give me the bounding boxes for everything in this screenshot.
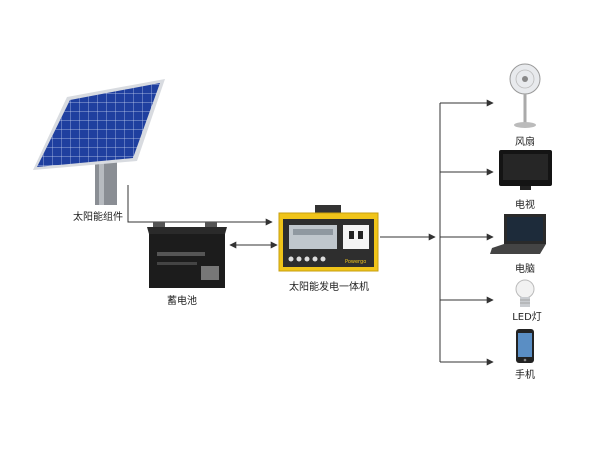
load-label-tv: 电视 [515,196,535,211]
load-label-phone: 手机 [515,366,535,381]
phone-icon [514,328,536,364]
controller-brand: Powergo [345,259,366,265]
battery-icon [145,222,230,290]
load-label-led: LED灯 [512,308,542,323]
tv-icon [498,148,553,193]
solar-panel-label: 太阳能组件 [73,208,123,223]
led-bulb-icon [514,279,536,309]
load-label-fan: 风扇 [515,133,535,148]
controller-unit: Powergo [277,205,380,273]
load-label-laptop: 电脑 [515,260,535,275]
fan-icon [505,62,545,130]
solar-panel-icon [25,75,175,205]
laptop-icon [490,212,550,257]
controller-icon: Powergo [277,205,380,273]
controller-label: 太阳能发电一体机 [289,278,369,293]
battery-label: 蓄电池 [167,292,197,307]
